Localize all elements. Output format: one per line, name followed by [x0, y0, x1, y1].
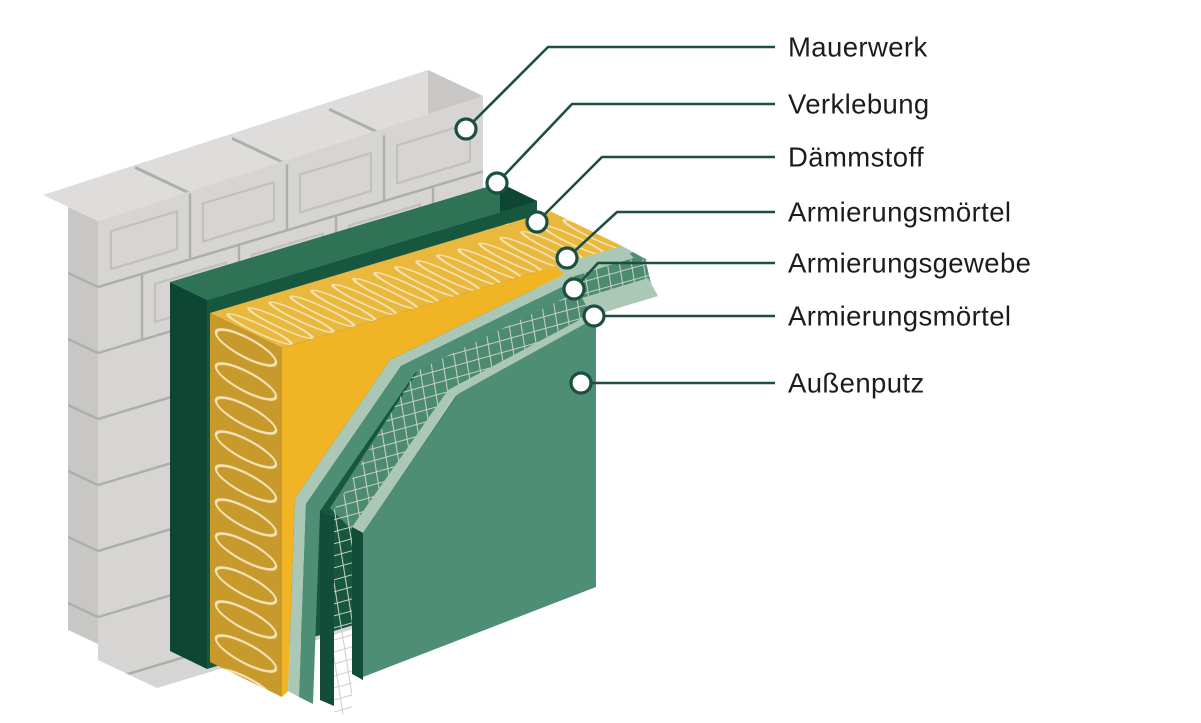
adhesive-left-end-face	[170, 282, 207, 669]
base-coat-1-front-strip	[299, 252, 647, 704]
masonry-left-end-joints	[68, 271, 98, 619]
callout-dot-armierungsgewebe	[562, 277, 586, 301]
insulation-layer	[210, 211, 622, 697]
callout-dots	[454, 117, 606, 395]
base-coat-2-end-face	[352, 527, 363, 680]
leader-line-verklebung	[496, 102, 775, 184]
adhesive-top-face	[170, 183, 537, 300]
leader-line-mauerwerk	[465, 45, 775, 130]
label-armierungsmoertel-2: Armierungsmörtel	[788, 301, 1011, 332]
callout-dot-verklebung	[485, 171, 509, 195]
staircase-sage-band-2	[582, 278, 658, 316]
callout-dot-mauerwerk	[454, 117, 478, 141]
masonry-top-face	[43, 70, 483, 221]
render-front-face	[363, 318, 596, 677]
label-armierungsmoertel-1: Armierungsmörtel	[788, 197, 1011, 228]
leader-lines	[465, 45, 775, 385]
layer-labels: Mauerwerk Verklebung Dämmstoff Armierung…	[788, 32, 1031, 399]
insulation-end-loops	[210, 313, 282, 697]
leader-line-armierungsmoertel-1	[566, 210, 775, 259]
label-mauerwerk: Mauerwerk	[788, 32, 928, 63]
insulation-top-loops	[210, 211, 622, 348]
base-coat-2-layer	[352, 311, 603, 680]
base-coat-1-cut-edge	[288, 246, 633, 697]
leader-line-daemmstoff	[536, 155, 775, 223]
base-coat-1-end-face	[320, 511, 334, 706]
render-layer	[363, 318, 596, 677]
staircase-sage-band-1	[556, 246, 634, 278]
label-verklebung: Verklebung	[788, 89, 930, 120]
insulation-front-face	[282, 246, 622, 697]
staircase-mesh-band-grid	[568, 258, 648, 298]
callout-dot-aussenputz	[569, 371, 593, 395]
callout-dot-daemmstoff	[525, 210, 549, 234]
callout-dot-armierungsmoertel-2	[582, 304, 606, 328]
masonry-top-joints	[134, 107, 385, 195]
leader-line-armierungsgewebe	[573, 261, 775, 290]
label-daemmstoff: Dämmstoff	[788, 142, 924, 173]
label-armierungsgewebe: Armierungsgewebe	[788, 248, 1031, 279]
base-coat-2-cut-edge	[352, 311, 603, 533]
masonry-left-end-face	[68, 207, 98, 644]
label-aussenputz: Außenputz	[788, 368, 925, 399]
base-coat-1-layer	[288, 246, 647, 706]
cut-staircase-bands	[556, 246, 658, 316]
callout-dot-armierungsmoertel-1	[555, 246, 579, 270]
